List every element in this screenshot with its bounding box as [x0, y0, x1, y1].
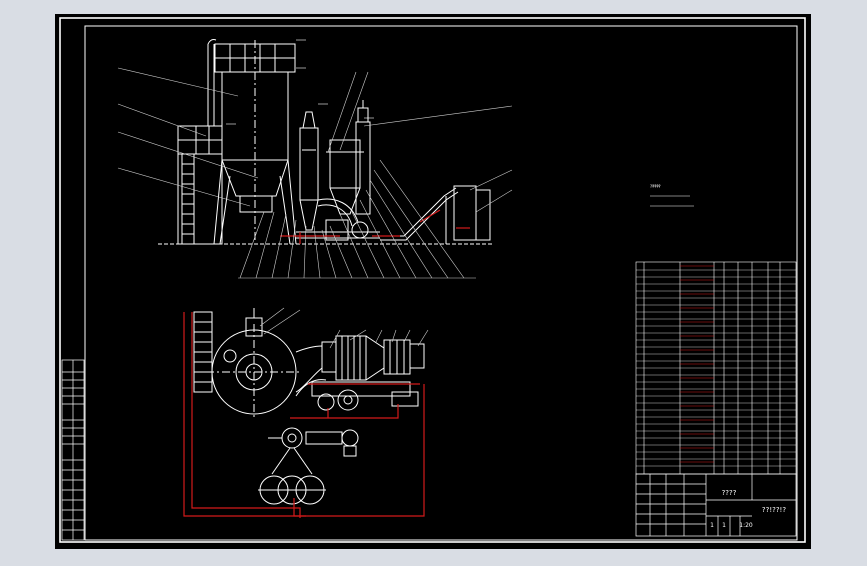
title-block-scale: 1:20 — [739, 522, 753, 529]
elevation-view — [158, 39, 492, 245]
title-block-sheet-count: 1 — [710, 522, 714, 529]
plan-piping — [183, 312, 425, 518]
elevation-piping — [280, 209, 470, 244]
leader-lines-elevation — [117, 67, 513, 279]
notes-heading: ????? — [650, 184, 661, 189]
parts-list-rows — [636, 269, 796, 467]
drawing-sheet — [55, 14, 811, 549]
binding-strip — [61, 359, 85, 541]
technical-notes — [650, 185, 694, 207]
title-block-number: ??!??!? — [762, 506, 786, 514]
elevation-level-marks — [226, 39, 374, 125]
leader-lines-plan — [259, 307, 429, 349]
outer-frame — [59, 17, 806, 543]
plan-view — [193, 308, 425, 505]
title-block-name: ???? — [722, 489, 737, 497]
title-block — [635, 473, 797, 537]
parts-list-highlights — [680, 265, 714, 463]
inner-border — [84, 25, 798, 541]
title-block-sheet-number: 1 — [722, 522, 726, 529]
